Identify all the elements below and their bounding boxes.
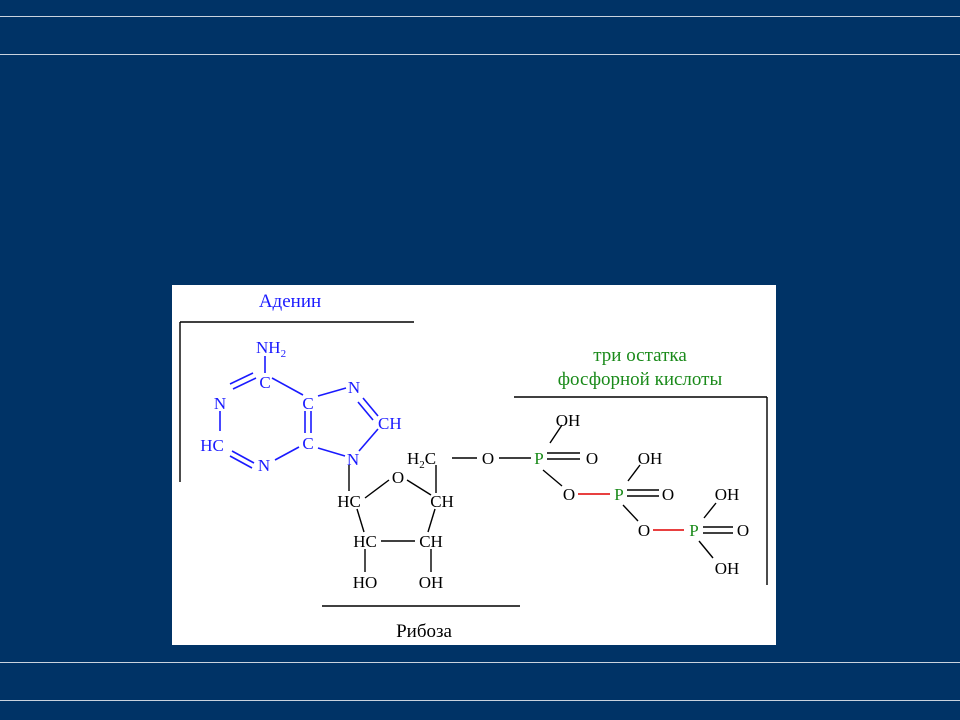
atom-p2: P xyxy=(614,485,623,504)
bond-c1-c2 xyxy=(356,508,365,533)
atom-o4-ring: O xyxy=(392,468,404,487)
adenine-label: Аденин xyxy=(259,291,321,312)
atom-o-bridge-1: O xyxy=(563,485,575,504)
atom-h2c: H2C xyxy=(407,449,436,471)
atom-o-p3: O xyxy=(737,521,749,540)
atom-c4: C xyxy=(302,434,313,453)
atom-c2: HC xyxy=(200,436,224,455)
atom-c8: CH xyxy=(378,414,402,433)
bottom-divider-2 xyxy=(0,700,960,701)
bond-p1-o-bridge xyxy=(542,469,563,487)
bond-c8-n9 xyxy=(358,428,379,452)
atom-o-p1: O xyxy=(586,449,598,468)
bond-c5-n7 xyxy=(317,387,347,397)
atom-oh-p3-top: OH xyxy=(715,485,740,504)
atom-n1: N xyxy=(214,394,226,413)
bond-p2-oh xyxy=(627,464,641,482)
bond-c4-c3 xyxy=(427,508,436,533)
atom-c3-ribose: CH xyxy=(419,532,443,551)
atom-oh-p1: OH xyxy=(556,411,581,430)
atom-ho: HO xyxy=(353,573,378,592)
atom-p3: P xyxy=(689,521,698,540)
bond-n3-c4 xyxy=(274,446,300,461)
phosphate-label-line1: три остатка xyxy=(593,345,687,366)
bond-c4-n9 xyxy=(317,447,346,457)
atom-c5: C xyxy=(302,394,313,413)
atom-c2-ribose: HC xyxy=(353,532,377,551)
bond-c2-n3-b xyxy=(229,455,253,469)
atom-nh2: NH2 xyxy=(256,338,286,360)
bond-n7-c8-b xyxy=(357,401,374,421)
atom-c6: C xyxy=(259,373,270,392)
top-divider-2 xyxy=(0,54,960,55)
atom-oh-p3-bottom: OH xyxy=(715,559,740,578)
atom-o5: O xyxy=(482,449,494,468)
atom-n3: N xyxy=(258,456,270,475)
bond-p2-o-bridge xyxy=(622,504,639,522)
atom-n7: N xyxy=(348,378,360,397)
atom-p1: P xyxy=(534,449,543,468)
atom-c1: HC xyxy=(337,492,361,511)
phosphate-label-line2: фосфорной кислоты xyxy=(558,369,723,390)
bottom-divider-1 xyxy=(0,662,960,663)
atom-c4-ribose: CH xyxy=(430,492,454,511)
bond-c2-n3-a xyxy=(231,450,255,464)
bond-c6-c5 xyxy=(271,377,304,396)
bond-c6-n1-a xyxy=(232,377,257,390)
atom-oh-ribose: OH xyxy=(419,573,444,592)
top-divider-1 xyxy=(0,16,960,17)
atom-o-bridge-2: O xyxy=(638,521,650,540)
bond-p3-oh-bottom xyxy=(698,540,714,559)
bond-c6-n1-b xyxy=(229,372,254,385)
bond-o4-c4 xyxy=(406,479,432,496)
bond-c1-o4 xyxy=(364,479,390,499)
atom-oh-p2: OH xyxy=(638,449,663,468)
atom-o-p2: O xyxy=(662,485,674,504)
bond-p1-oh xyxy=(549,424,563,444)
ribose-label: Рибоза xyxy=(396,621,452,642)
bond-n7-c8-a xyxy=(362,397,379,417)
atp-structure-diagram: Аденин три остатка фосфорной кислоты Риб… xyxy=(179,291,768,642)
bond-p3-oh-top xyxy=(703,502,717,519)
atp-structure-figure: Аденин три остатка фосфорной кислоты Риб… xyxy=(172,285,776,645)
atom-n9: N xyxy=(347,450,359,469)
